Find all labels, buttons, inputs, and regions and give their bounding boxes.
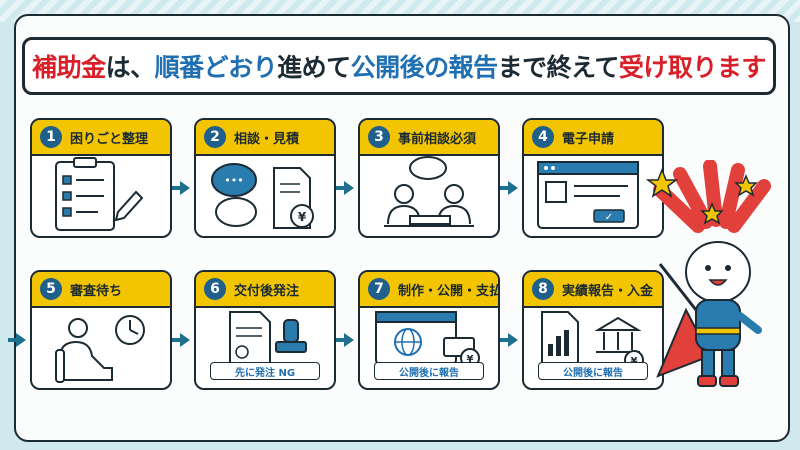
arrow-right-icon (172, 181, 190, 195)
step-card-2: 2 相談・見積 ••• ¥ (194, 118, 336, 238)
arrow-right-icon (8, 333, 26, 347)
step-header: 5 審査待ち (32, 272, 170, 308)
step-header: 1 困りごと整理 (32, 120, 170, 156)
step-card-6: 6 交付後発注 先に発注 NG (194, 270, 336, 390)
step-label: 実績報告・入金 (562, 283, 654, 299)
step-label: 相談・見積 (234, 131, 300, 147)
step-note: 先に発注 NG (210, 362, 320, 380)
title-segment: 進めて (277, 53, 351, 82)
step-header: 3 事前相談必須 (360, 120, 498, 156)
title-segment: 順番どおり (154, 53, 278, 82)
step-number: 1 (40, 126, 62, 148)
clipboard-checklist-icon (55, 157, 144, 231)
title-segment: 公開後の報告 (350, 53, 499, 82)
meeting-icon (384, 156, 474, 227)
step-card-5: 5 審査待ち (30, 270, 172, 390)
step-label: 電子申請 (562, 131, 615, 147)
step-number: 7 (368, 278, 390, 300)
step-label: 制作・公開・支払 (398, 283, 500, 299)
step-card-8: 8 実績報告・入金 ¥ 公開後に報告 (522, 270, 664, 390)
yen-glyph: ¥ (298, 210, 307, 224)
title-segment: 受け取ります (618, 53, 767, 82)
title-banner: 補助金 は、 順番どおり 進めて 公開後の報告 まで終えて 受け取ります (22, 37, 776, 100)
step-label: 事前相談必須 (398, 131, 477, 147)
step-label: 審査待ち (70, 283, 123, 299)
step-number: 6 (204, 278, 226, 300)
step-card-1: 1 困りごと整理 (30, 118, 172, 238)
chat-estimate-icon: ••• ¥ (211, 163, 314, 229)
step-number: 3 (368, 126, 390, 148)
title-segment: まで終えて (497, 53, 620, 82)
yen-glyph: ¥ (467, 354, 474, 365)
step-header: 6 交付後発注 (196, 272, 334, 308)
step-note: 公開後に報告 (374, 362, 484, 380)
web-payment-icon: ¥ (375, 311, 480, 368)
arrow-right-icon (336, 181, 354, 195)
step-number: 5 (40, 278, 62, 300)
step-header: 4 電子申請 (524, 120, 662, 156)
step-header: 2 相談・見積 (196, 120, 334, 156)
arrow-right-icon (172, 333, 190, 347)
waiting-clock-icon (55, 315, 145, 383)
step-label: 困りごと整理 (70, 131, 149, 147)
stamp-document-icon (229, 311, 307, 365)
step-header: 8 実績報告・入金 (524, 272, 662, 308)
web-form-icon: ✓ (537, 161, 639, 229)
arrow-right-icon (500, 181, 518, 195)
report-bank-icon: ¥ (541, 311, 644, 370)
arrow-right-icon (336, 333, 354, 347)
step-number: 4 (532, 126, 554, 148)
title-segment: は、 (105, 53, 156, 82)
arrow-right-icon (500, 333, 518, 347)
yen-glyph: ¥ (631, 356, 638, 367)
mascot-character (645, 160, 771, 387)
step-label: 交付後発注 (234, 283, 300, 299)
chat-dots: ••• (224, 174, 243, 187)
check-glyph: ✓ (605, 212, 613, 223)
step-number: 2 (204, 126, 226, 148)
step-number: 8 (532, 278, 554, 300)
step-card-3: 3 事前相談必須 (358, 118, 500, 238)
step-note: 公開後に報告 (538, 362, 648, 380)
step-card-7: 7 制作・公開・支払 ¥ 公開後に報告 (358, 270, 500, 390)
title-segment: 補助金 (32, 53, 106, 82)
step-header: 7 制作・公開・支払 (360, 272, 498, 308)
